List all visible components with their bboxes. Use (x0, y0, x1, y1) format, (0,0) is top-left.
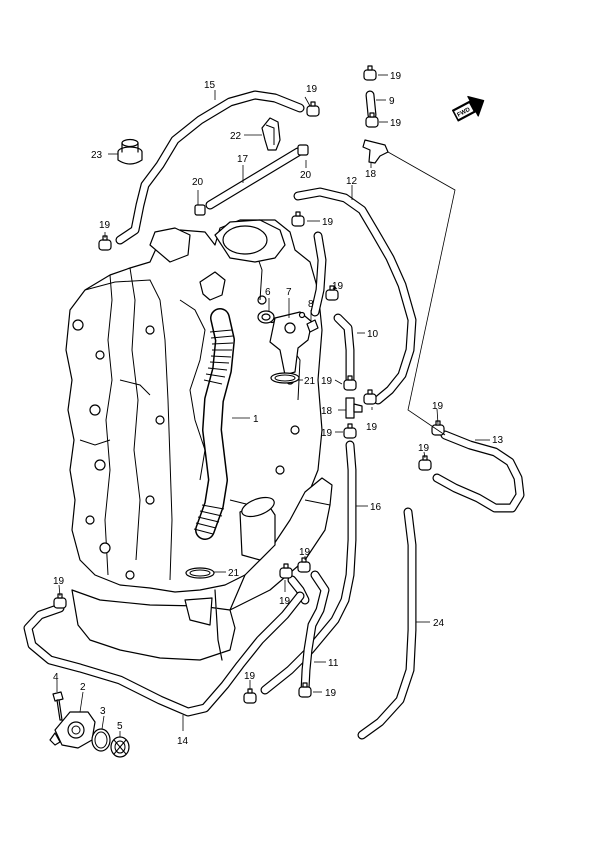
part-2-cover (49, 711, 96, 749)
callout-3: 3 (100, 706, 106, 717)
callout-19: 19 (322, 217, 334, 228)
callout-7: 7 (286, 287, 292, 298)
grommet-23 (117, 138, 143, 165)
callout-19: 19 (53, 576, 65, 587)
hoses (23, 90, 525, 740)
hose-clamps-20 (194, 144, 309, 216)
callout-17: 17 (237, 154, 249, 165)
leader-lines (56, 74, 490, 737)
part-3-o-ring (91, 728, 111, 752)
callout-21: 21 (228, 568, 240, 579)
hose-clamps-19 (53, 65, 445, 704)
callout-24: 24 (433, 618, 445, 629)
elbow-fitting (199, 271, 226, 301)
tee-fitting-18-top (362, 139, 389, 164)
callout-labels: 15 19 19 9 19 23 22 17 20 20 18 12 19 19… (53, 71, 504, 747)
callout-15: 15 (204, 80, 216, 91)
callout-19: 19 (321, 376, 333, 387)
callout-19: 19 (244, 671, 256, 682)
callout-19: 19 (325, 688, 337, 699)
callout-23: 23 (91, 150, 103, 161)
callout-16: 16 (370, 502, 382, 513)
lower-case (71, 477, 333, 661)
callout-19: 19 (299, 547, 311, 558)
callout-13: 13 (492, 435, 504, 446)
part-4-bolt (52, 691, 64, 721)
callout-19: 19 (279, 596, 291, 607)
thermostat-housing-7 (268, 311, 313, 376)
callout-1: 1 (253, 414, 259, 425)
callout-9: 9 (389, 96, 395, 107)
callout-19: 19 (432, 401, 444, 412)
callout-2: 2 (80, 682, 86, 693)
callout-19: 19 (390, 118, 402, 129)
callout-11: 11 (328, 658, 339, 669)
callout-19: 19 (321, 428, 333, 439)
part-5-cap (110, 736, 130, 758)
callout-18: 18 (321, 406, 333, 417)
callout-6: 6 (265, 287, 271, 298)
callout-19: 19 (332, 281, 344, 292)
callout-12: 12 (346, 176, 358, 187)
callout-18: 18 (365, 169, 377, 180)
filter-canister (239, 496, 276, 561)
callout-19: 19 (390, 71, 402, 82)
bolt-8 (306, 319, 319, 333)
fwd-direction-marker: FWD (451, 95, 485, 122)
callout-19: 19 (99, 220, 111, 231)
callout-10: 10 (367, 329, 379, 340)
ring-clamps-21 (185, 372, 300, 579)
thermostat-6 (257, 310, 275, 324)
callout-8: 8 (308, 299, 314, 310)
fitting-18-middle (345, 397, 363, 419)
callout-5: 5 (117, 721, 123, 732)
callout-20: 20 (300, 170, 312, 181)
callout-22: 22 (230, 131, 242, 142)
callout-14: 14 (177, 736, 189, 747)
clip-22 (261, 117, 281, 151)
callout-20: 20 (192, 177, 204, 188)
callout-4: 4 (53, 672, 59, 683)
callout-19: 19 (306, 84, 318, 95)
callout-19: 19 (366, 422, 378, 433)
hose-1-corrugation (193, 329, 234, 535)
callout-21: 21 (304, 376, 316, 387)
callout-19: 19 (418, 443, 430, 454)
